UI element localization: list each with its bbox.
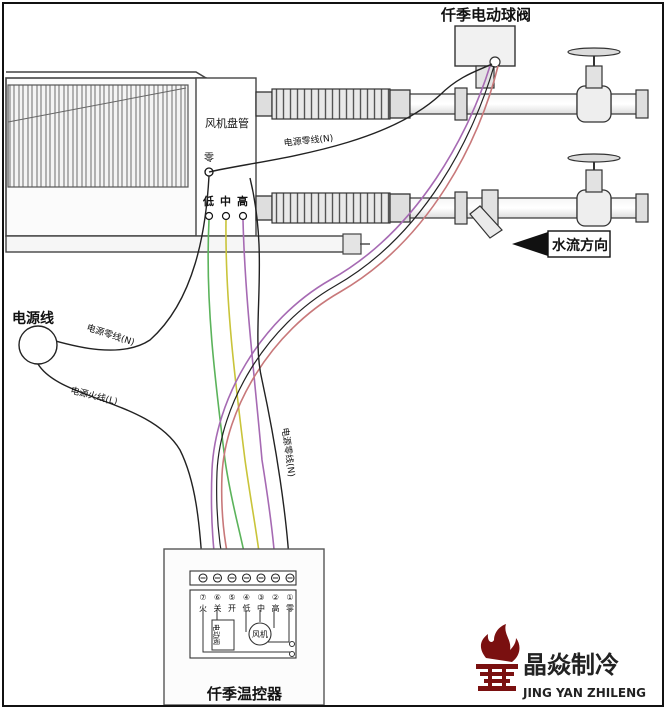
fan-coil-label: 风机盘管 (205, 116, 249, 130)
neutral-wire-to-valve (208, 63, 493, 173)
live-wire (37, 363, 204, 579)
electric-ball-valve (454, 25, 516, 89)
terminal-high-label: 高 (237, 194, 248, 208)
terminal-low (204, 211, 214, 221)
terminal-number: ④ (243, 593, 250, 602)
terminal-mid-label: 中 (220, 194, 231, 208)
terminal-name: 开 (228, 604, 236, 613)
power-cable-label: 电源线 (12, 310, 54, 327)
water-flow-arrow (512, 230, 611, 258)
live-wire-label: 电源火线(L) (69, 384, 119, 407)
terminal-number: ⑤ (228, 593, 235, 602)
neutral-wire-right-label: 电源零线(N) (279, 427, 298, 478)
neutral-wire-to-thermostat (249, 177, 291, 579)
motor-label: 风机 (252, 629, 268, 639)
valve-open-wire (210, 65, 491, 579)
valve-close-wire (220, 65, 499, 579)
gate-valve-upper (567, 47, 621, 123)
terminal-name: 中 (257, 603, 265, 613)
brand-name-en: JING YAN ZHILENG (522, 686, 646, 700)
terminal-names: 火关开低中高零 (199, 603, 294, 613)
terminal-name: 零 (286, 604, 294, 613)
terminal-high (238, 211, 248, 221)
terminal-number: ③ (257, 593, 264, 602)
terminal-number: ⑥ (214, 593, 221, 602)
terminal-low-label: 低 (202, 194, 214, 208)
terminal-mid (221, 211, 231, 221)
brand-logo-icon (476, 624, 520, 691)
neutral-wire-left-label: 电源零线(N) (85, 321, 136, 348)
terminal-number: ⑦ (199, 593, 206, 602)
terminal-number: ① (286, 593, 293, 602)
terminal-name: 关 (214, 603, 222, 613)
thermostat-box (163, 548, 325, 706)
mid-speed-wire (225, 219, 263, 579)
terminal-number: ② (272, 593, 279, 602)
valve-box-label: 电动阀 (212, 624, 221, 645)
brand-name-cn: 晶焱制冷 (523, 651, 619, 679)
gate-valve-lower (567, 153, 621, 227)
thermostat-label: 仟季温控器 (206, 685, 283, 703)
y-strainer (469, 189, 503, 239)
terminal-screws (198, 573, 295, 583)
valve-sheath-wire (216, 65, 495, 579)
water-flow-label: 水流方向 (552, 237, 608, 254)
neutral-wire-to-power (51, 175, 210, 351)
power-cable-end (18, 325, 58, 365)
ball-valve-title: 仟季电动球阀 (440, 6, 531, 24)
high-speed-wire (242, 219, 277, 579)
terminal-name: 高 (272, 603, 280, 613)
terminal-name: 火 (199, 604, 207, 613)
neutral-wire-top-label: 电源零线(N) (283, 132, 334, 149)
terminal-name: 低 (243, 603, 251, 613)
neutral-terminal-mark: 零 (204, 152, 214, 164)
